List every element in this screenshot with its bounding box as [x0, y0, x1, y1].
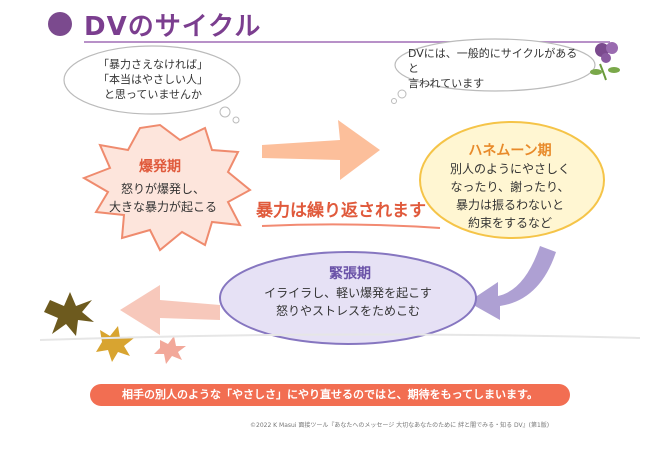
honeymoon-body: 別人のようにやさしく なったり、謝ったり、 暴力は振るわないと 約束をするなど: [440, 160, 580, 232]
page-title: DVのサイクル: [84, 12, 262, 42]
bubble-left-line-2: 「本当はやさしい人」: [98, 73, 208, 86]
copyright-text: ©2022 K Masui 面接ツール『あなたへのメッセージ 大切なあなたのため…: [250, 422, 550, 429]
small-burst-1: [44, 292, 94, 336]
bakuhatsu-body: 怒りが爆発し、 大きな暴力が起こる: [88, 180, 238, 216]
kinchou-body: イライラし、軽い爆発を起こす 怒りやストレスをためこむ: [228, 284, 468, 320]
repeat-underline: [261, 223, 441, 229]
title-underline: [84, 41, 610, 43]
small-burst-3: [154, 336, 186, 364]
bubble-left-text: 「暴力さえなければ」 「本当はやさしい人」 と思っていませんか: [78, 57, 228, 102]
honeymoon-line-3: 暴力は振るわないと: [455, 198, 564, 212]
kinchou-line-2: 怒りやストレスをためこむ: [275, 304, 420, 318]
repeat-text: 暴力は繰り返されます: [256, 201, 426, 221]
honeymoon-title: ハネムーン期: [468, 143, 552, 159]
honeymoon-line-2: なったり、謝ったり、: [450, 180, 570, 194]
flower-icon: [590, 42, 620, 81]
bakuhatsu-burst: [81, 123, 252, 252]
arrow-right: [468, 246, 556, 320]
kinchou-line-1: イライラし、軽い爆発を起こす: [264, 286, 432, 300]
small-burst-2: [96, 326, 134, 362]
honeymoon-line-4: 約束をするなど: [467, 216, 552, 230]
thought-bubble-left: [63, 45, 241, 124]
arrow-left: [120, 285, 220, 335]
bakuhatsu-title: 爆発期: [139, 159, 181, 175]
bubble-right-line-1: DVには、一般的にサイクルがあると: [408, 47, 578, 75]
bubble-right-line-2: 言われています: [408, 77, 485, 90]
ground-line: [39, 333, 641, 341]
bubble-left-line-3: と思っていませんか: [103, 88, 203, 101]
thought-bubble-right: [391, 38, 596, 104]
kinchou-title: 緊張期: [329, 266, 371, 282]
bakuhatsu-line-1: 怒りが爆発し、: [120, 182, 205, 196]
arrow-top: [262, 120, 380, 180]
bubble-left-line-1: 「暴力さえなければ」: [98, 58, 208, 71]
bakuhatsu-line-2: 大きな暴力が起こる: [108, 200, 217, 214]
bubble-right-text: DVには、一般的にサイクルがあると 言われています: [408, 46, 578, 91]
bottom-banner: 相手の別人のような「やさしさ」にやり直せるのではと、期待をもってしまいます。: [90, 384, 570, 406]
honeymoon-bubble: [419, 121, 605, 239]
honeymoon-line-1: 別人のようにやさしく: [449, 162, 570, 176]
title-dot-icon: [48, 12, 72, 36]
kinchou-bubble: [219, 251, 477, 345]
